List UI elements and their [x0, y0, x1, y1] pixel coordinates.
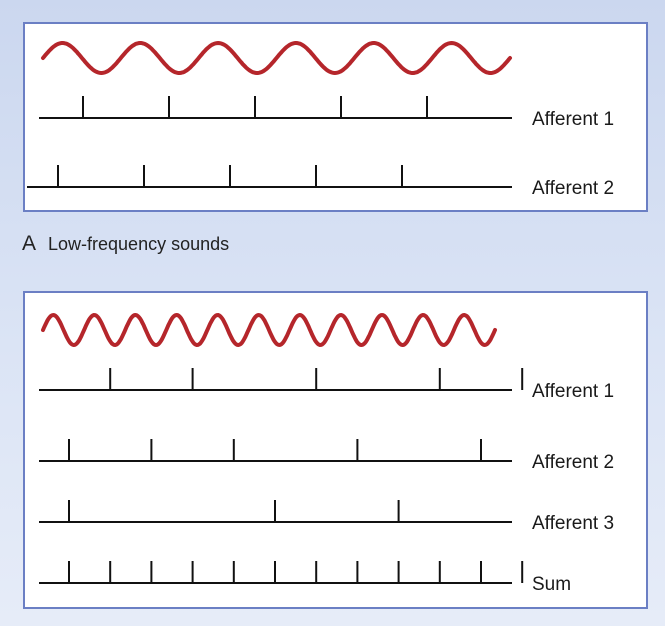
panel-b-row-3-label: Afferent 3	[532, 513, 614, 534]
panel-high-frequency: Afferent 1 Afferent 2 Afferent 3 Sum	[23, 291, 648, 609]
panel-b-row-2-label: Afferent 2	[532, 452, 614, 473]
panel-a-row-1-label: Afferent 1	[532, 109, 614, 130]
panel-a-row-2-label: Afferent 2	[532, 178, 614, 199]
caption-text: Low-frequency sounds	[48, 234, 230, 254]
panel-low-frequency: Afferent 1 Afferent 2	[23, 22, 648, 212]
caption-a: A Low-frequency sounds	[22, 232, 229, 256]
panel-high-frequency-diagram: Afferent 1 Afferent 2 Afferent 3 Sum	[39, 312, 614, 595]
panel-b-row-4-label: Sum	[532, 574, 571, 595]
panel-b-wave	[41, 312, 497, 348]
panel-low-frequency-diagram: Afferent 1 Afferent 2	[27, 40, 614, 199]
caption-letter: A	[22, 232, 37, 255]
panel-a-wave	[41, 40, 512, 76]
panel-b-row-1-label: Afferent 1	[532, 381, 614, 402]
